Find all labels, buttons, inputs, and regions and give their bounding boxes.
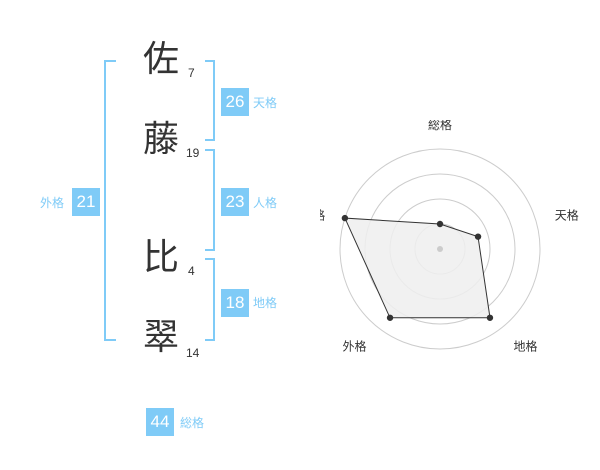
name-char-3: 比 <box>143 237 180 278</box>
chikaku-label: 地格 <box>253 296 278 310</box>
soukaku-label: 総格 <box>180 416 205 430</box>
jinkaku-label: 人格 <box>253 196 278 210</box>
chikaku-value: 18 <box>221 289 249 317</box>
radar-center <box>437 246 443 252</box>
stroke-count-1: 7 <box>188 66 195 80</box>
tenkaku-label: 天格 <box>253 96 278 110</box>
gaikaku-value: 21 <box>72 188 100 216</box>
stroke-count-3: 4 <box>188 264 195 278</box>
radar-point-5 <box>341 214 349 222</box>
stroke-count-4: 14 <box>186 346 200 360</box>
radar-point-3 <box>486 314 494 321</box>
gaikaku-label: 外格 <box>40 196 65 210</box>
name-char-2: 藤 <box>143 119 180 160</box>
radar-point-2 <box>474 233 482 240</box>
radar-axis-label-2: 天格 <box>555 208 579 223</box>
radar-axis-label-5: 人格 <box>320 208 325 223</box>
soukaku-value: 44 <box>146 408 174 436</box>
stroke-count-2: 19 <box>186 146 200 160</box>
radar-polygon <box>344 217 491 319</box>
radar-point-1 <box>436 220 444 228</box>
radar-ring-4 <box>339 148 541 350</box>
name-char-4: 翠 <box>143 317 180 358</box>
tenkaku-value: 26 <box>221 88 249 116</box>
radar-axis-label-4: 外格 <box>343 338 367 353</box>
name-char-1: 佐 <box>143 39 180 80</box>
radar-point-4 <box>386 314 394 321</box>
jinkaku-value: 23 <box>221 188 249 216</box>
radar-axis-label-3: 地格 <box>513 338 537 353</box>
radar-axis-label-1: 総格 <box>428 120 452 132</box>
